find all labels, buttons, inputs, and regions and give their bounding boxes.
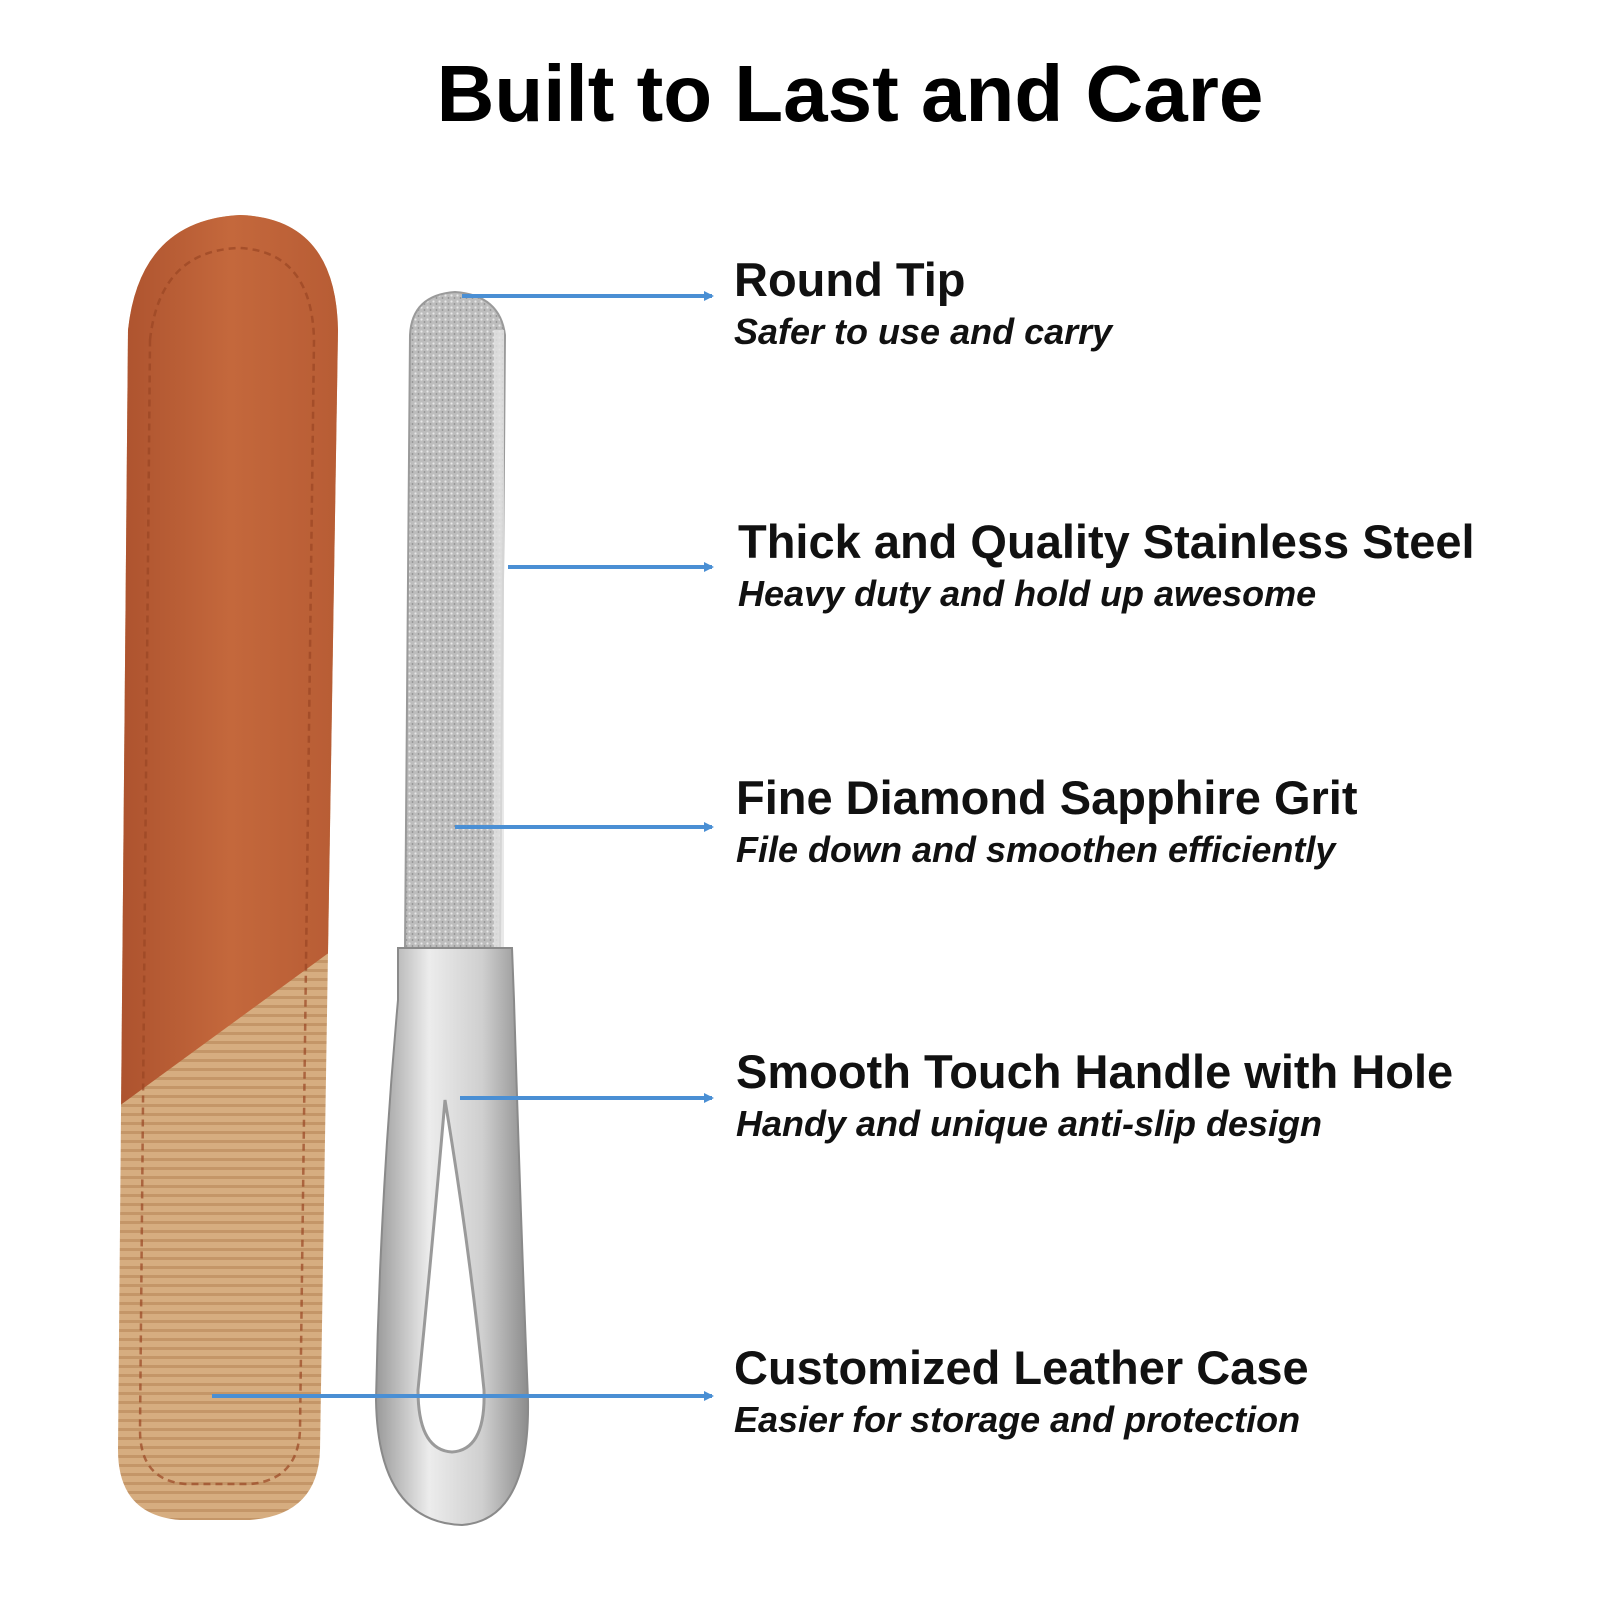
feature-desc: File down and smoothen efficiently	[736, 828, 1336, 870]
feature-title: Round Tip	[734, 253, 966, 306]
feature-title: Customized Leather Case	[734, 1341, 1309, 1394]
feature-title: Fine Diamond Sapphire Grit	[736, 771, 1358, 824]
page-title: Built to Last and Care	[436, 49, 1264, 138]
feature-title: Smooth Touch Handle with Hole	[736, 1045, 1454, 1098]
nail-file-image	[374, 290, 530, 1527]
feature-stainless-steel: Thick and Quality Stainless Steel Heavy …	[738, 516, 1475, 615]
feature-title: Thick and Quality Stainless Steel	[738, 515, 1475, 568]
leather-case-image	[118, 215, 338, 1520]
feature-desc: Handy and unique anti-slip design	[736, 1102, 1323, 1144]
feature-desc: Safer to use and carry	[734, 310, 1113, 352]
feature-diamond-grit: Fine Diamond Sapphire Grit File down and…	[736, 772, 1358, 871]
feature-round-tip: Round Tip Safer to use and carry	[734, 254, 1112, 353]
feature-handle: Smooth Touch Handle with Hole Handy and …	[736, 1046, 1453, 1145]
feature-desc: Easier for storage and protection	[734, 1398, 1301, 1440]
feature-leather-case: Customized Leather Case Easier for stora…	[734, 1342, 1309, 1441]
feature-desc: Heavy duty and hold up awesome	[738, 572, 1317, 614]
